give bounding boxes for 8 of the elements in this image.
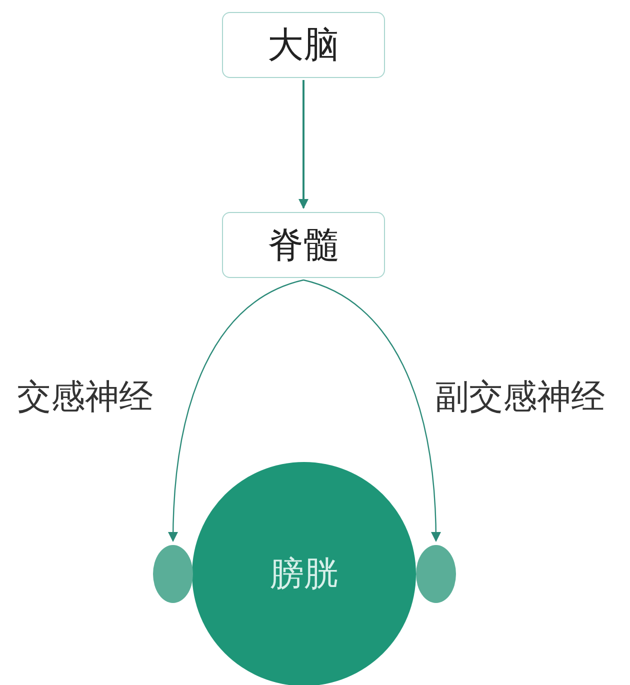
bladder-circle: 膀胱 — [192, 462, 416, 685]
edge-label: 副交感神经 — [433, 378, 607, 416]
arrow — [168, 279, 304, 542]
edge-label: 交感神经 — [15, 378, 155, 416]
arrow — [303, 279, 441, 542]
process-box: 脊髓 — [222, 212, 385, 278]
process-box: 大脑 — [222, 12, 385, 78]
arrow — [298, 80, 308, 209]
